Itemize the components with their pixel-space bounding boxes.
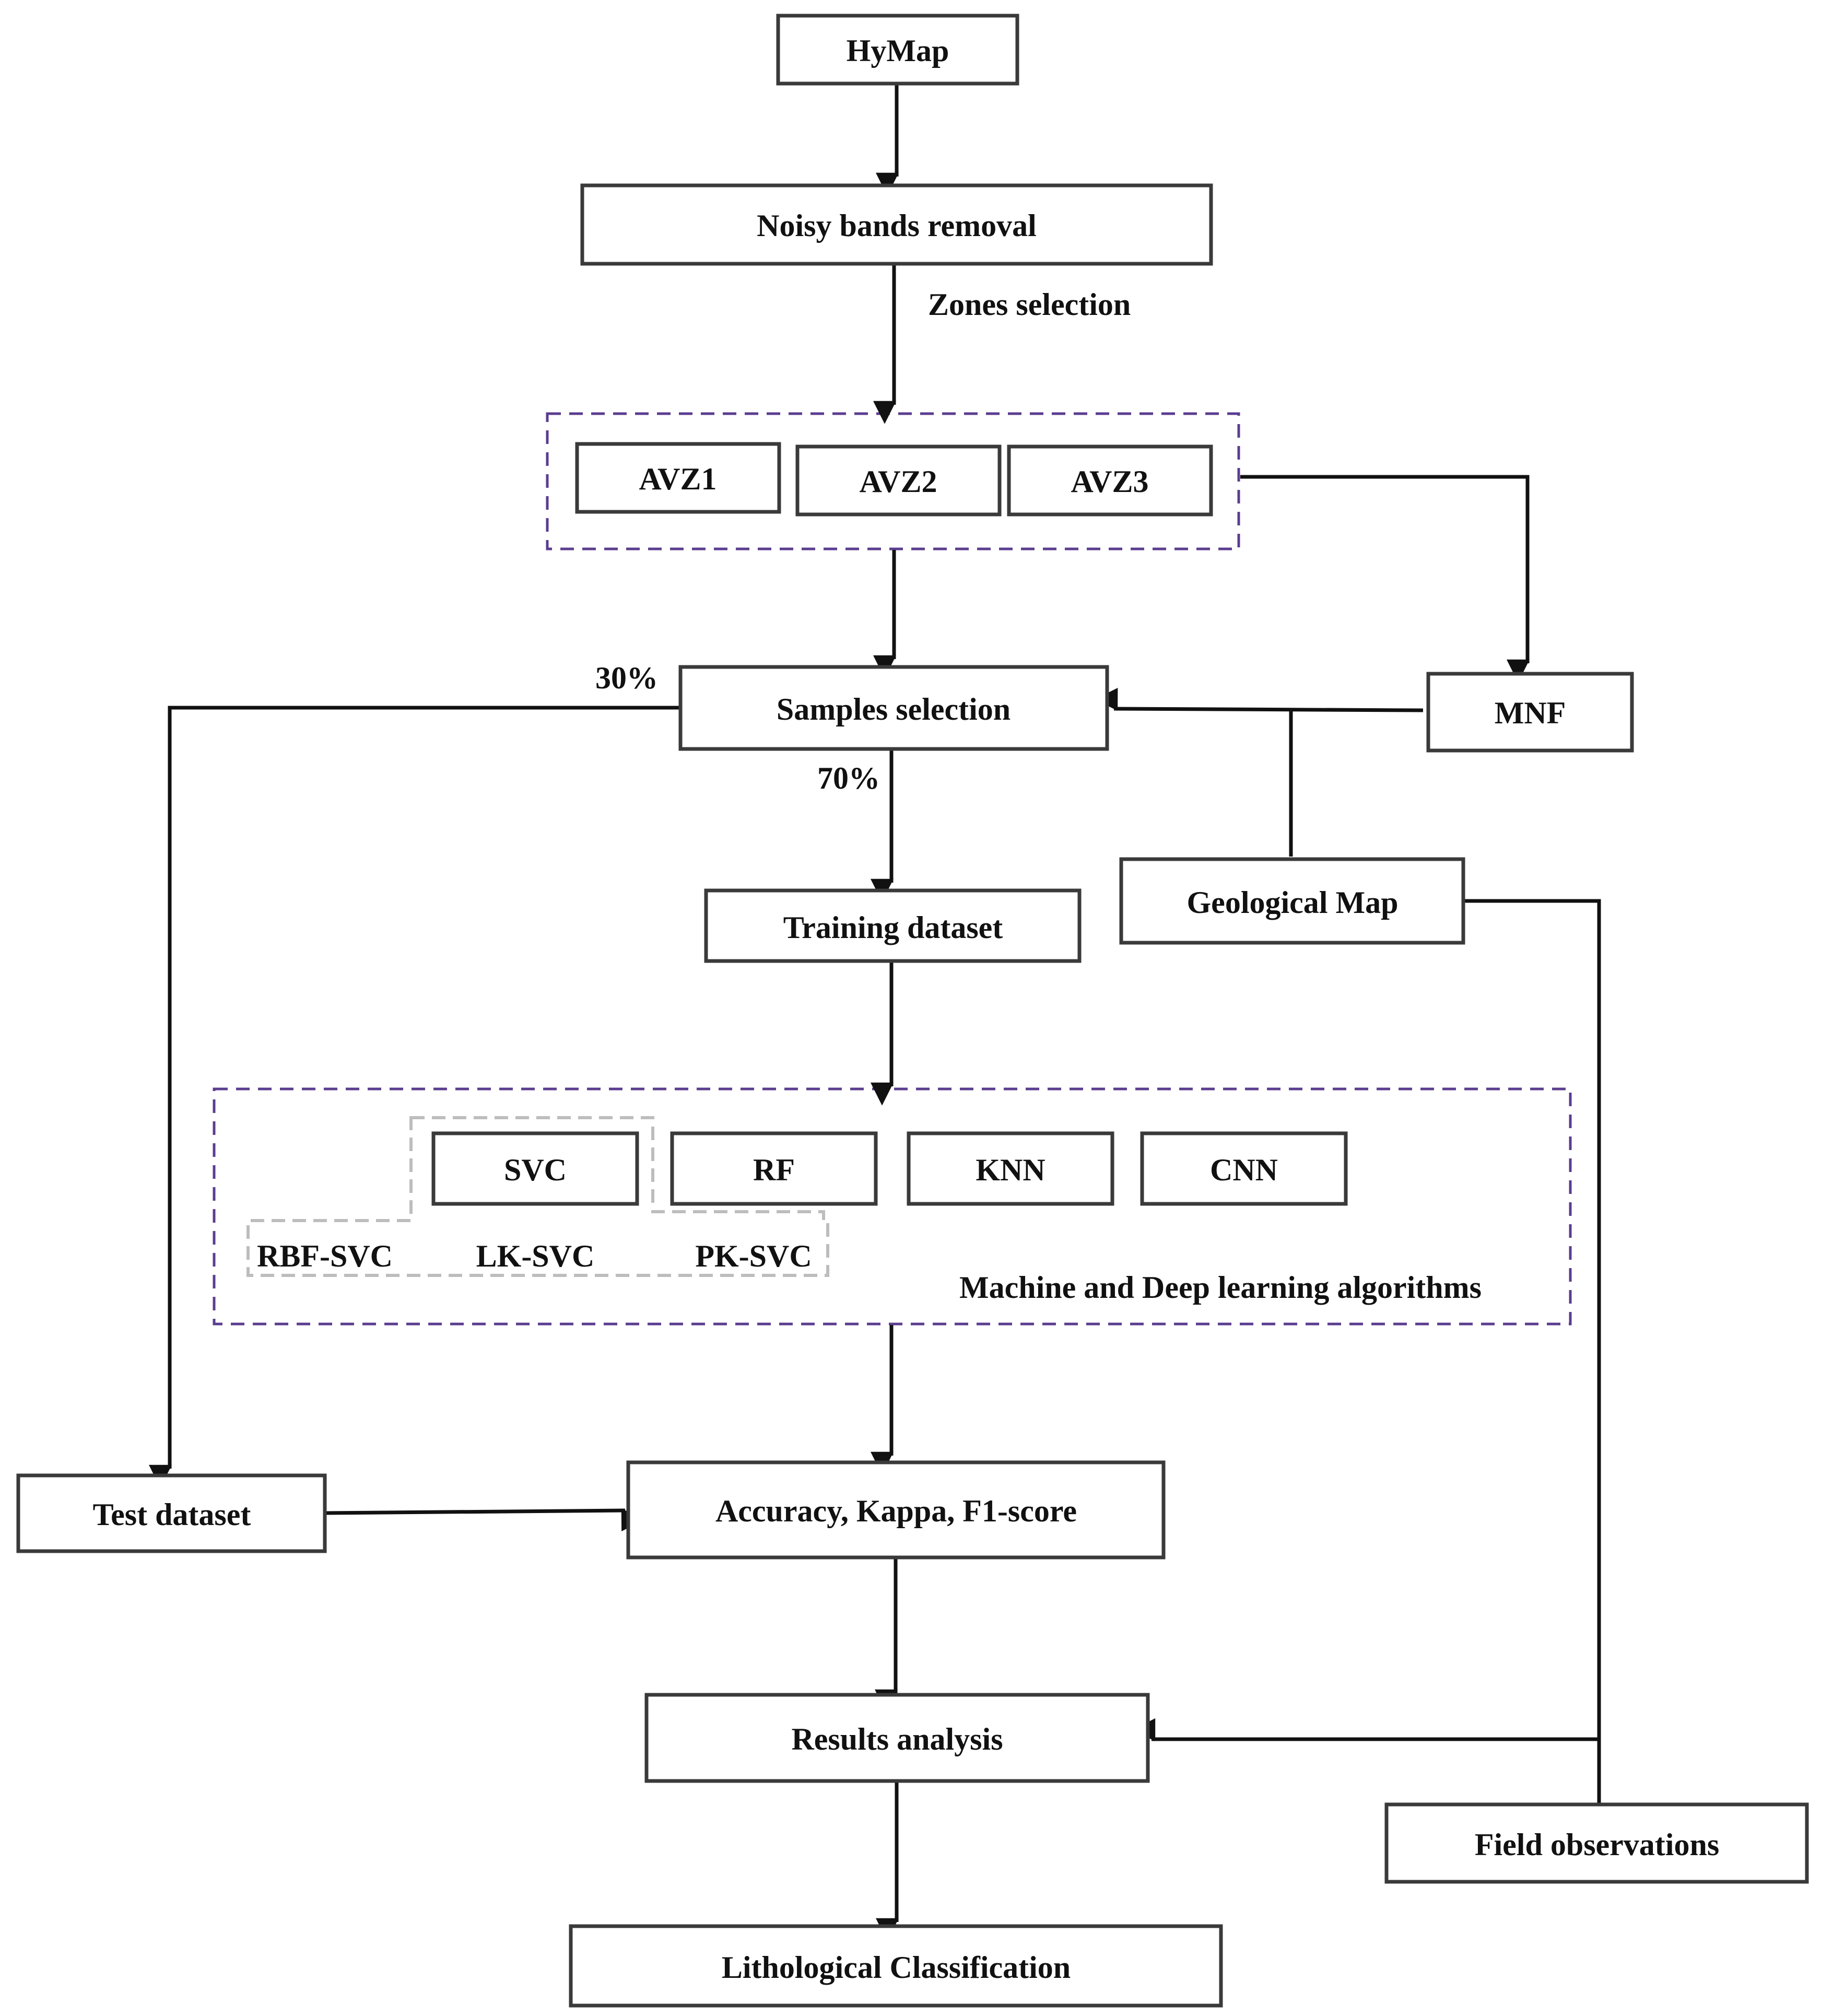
- svg-text:RF: RF: [753, 1153, 795, 1187]
- node-results-analysis: Results analysis: [644, 1693, 1150, 1783]
- svg-text:KNN: KNN: [976, 1153, 1045, 1187]
- svg-text:Lithological Classification: Lithological Classification: [722, 1950, 1071, 1985]
- svg-text:HyMap: HyMap: [847, 33, 949, 68]
- svg-text:Geological Map: Geological Map: [1187, 885, 1399, 920]
- label-lk-svc: LK-SVC: [476, 1239, 595, 1273]
- node-mnf: MNF: [1426, 672, 1634, 753]
- node-knn: KNN: [907, 1131, 1114, 1206]
- avz-group-frame: [546, 412, 1240, 550]
- node-avz2: AVZ2: [795, 444, 1002, 517]
- svg-text:Accuracy, Kappa, F1-score: Accuracy, Kappa, F1-score: [715, 1494, 1077, 1528]
- svc-variants-frame: [246, 1116, 829, 1277]
- svg-text:AVZ1: AVZ1: [639, 462, 717, 496]
- node-cnn: CNN: [1140, 1131, 1348, 1206]
- svg-text:MNF: MNF: [1495, 696, 1566, 730]
- node-avz1: AVZ1: [575, 442, 781, 514]
- svg-text:SVC: SVC: [504, 1153, 567, 1187]
- svg-text:Training dataset: Training dataset: [783, 910, 1003, 945]
- label-ml-group: Machine and Deep learning algorithms: [959, 1270, 1482, 1305]
- label-30-percent: 30%: [595, 661, 658, 695]
- edge-test-accuracy: [326, 1508, 644, 1532]
- label-zones-selection: Zones selection: [928, 287, 1131, 322]
- node-hymap: HyMap: [776, 14, 1019, 86]
- node-accuracy-kappa-f1: Accuracy, Kappa, F1-score: [626, 1460, 1166, 1560]
- ml-group-frame: [213, 1087, 1572, 1326]
- node-test-dataset: Test dataset: [16, 1473, 327, 1553]
- edge-geomap-field-line: [1464, 899, 1601, 1803]
- node-svc: SVC: [431, 1131, 639, 1206]
- node-training-dataset: Training dataset: [704, 888, 1082, 963]
- svg-text:Samples selection: Samples selection: [777, 692, 1011, 726]
- svg-text:Test dataset: Test dataset: [93, 1497, 251, 1532]
- svg-text:Field observations: Field observations: [1475, 1827, 1719, 1862]
- svg-text:AVZ3: AVZ3: [1071, 464, 1149, 499]
- edge-samples-test: [149, 706, 679, 1488]
- label-rbf-svc: RBF-SVC: [257, 1239, 393, 1273]
- svg-text:Noisy bands removal: Noisy bands removal: [757, 208, 1037, 243]
- node-rf: RF: [670, 1131, 878, 1206]
- node-avz3: AVZ3: [1007, 444, 1213, 517]
- node-samples-selection: Samples selection: [678, 665, 1109, 751]
- svg-text:AVZ2: AVZ2: [860, 464, 937, 499]
- label-70-percent: 70%: [817, 761, 880, 795]
- node-field-observations: Field observations: [1384, 1802, 1809, 1884]
- svg-text:Results analysis: Results analysis: [791, 1722, 1003, 1756]
- edge-avz-mnf: [1240, 475, 1530, 683]
- svg-text:CNN: CNN: [1210, 1153, 1278, 1187]
- edge-mnf-samples: [1095, 688, 1424, 712]
- node-lithological-classification: Lithological Classification: [569, 1924, 1223, 2008]
- node-geological-map: Geological Map: [1119, 857, 1465, 945]
- node-noisy-bands-removal: Noisy bands removal: [580, 183, 1213, 266]
- label-pk-svc: PK-SVC: [695, 1239, 812, 1273]
